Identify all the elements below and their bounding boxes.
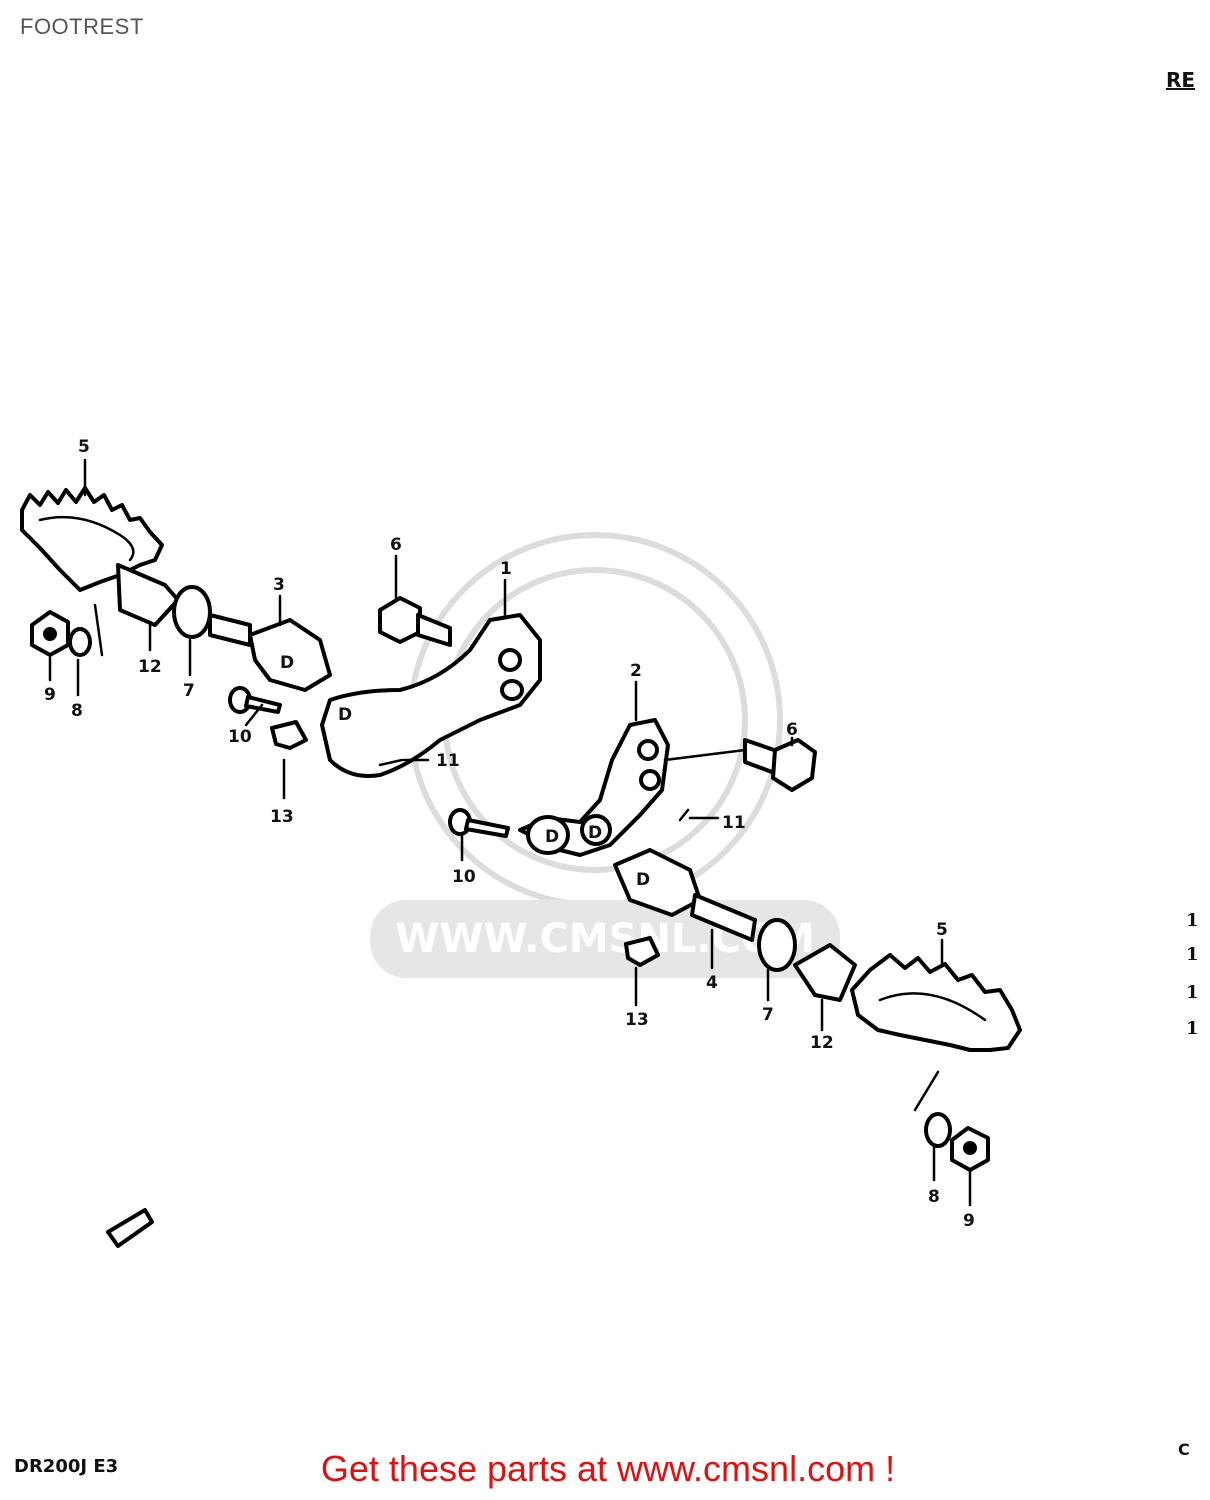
pin-left	[228, 686, 282, 714]
callout-6: 6	[786, 720, 798, 740]
svg-text:D: D	[588, 823, 602, 843]
callout-5: 5	[936, 920, 948, 940]
callout-3: 3	[273, 575, 285, 595]
callout-13: 13	[270, 807, 294, 827]
pin-right	[448, 808, 510, 838]
footpeg-right	[850, 953, 1022, 1112]
reference-label: RE	[1166, 68, 1196, 92]
callout-4: 4	[706, 973, 718, 993]
footpeg-left	[20, 486, 180, 657]
pivot-4: D	[613, 848, 757, 942]
right-margin-mark: 1	[1186, 1018, 1199, 1039]
svg-text:D: D	[636, 870, 650, 890]
footrest-bracket-2: D D	[518, 718, 670, 857]
callout-7: 7	[762, 1005, 774, 1025]
washer-8-left	[68, 627, 92, 657]
nut-left	[30, 610, 70, 657]
callout-8: 8	[928, 1187, 940, 1207]
svg-text:D: D	[280, 653, 294, 673]
callout-10: 10	[452, 867, 476, 887]
cta-text[interactable]: Get these parts at www.cmsnl.com !	[320, 1448, 896, 1489]
front-arrow-icon	[106, 1208, 154, 1248]
footrest-exploded-diagram: WWW.CMSNL.COM D D	[20, 437, 1022, 1248]
page-title: FOOTREST	[20, 14, 144, 39]
right-margin-mark: 1	[1186, 982, 1199, 1003]
callout-11: 11	[722, 813, 746, 833]
washer-left	[172, 585, 212, 639]
cotter-left	[378, 758, 404, 767]
spring-right	[624, 936, 660, 967]
right-margin-mark: 1	[1186, 910, 1199, 931]
washer-8-right	[924, 1112, 952, 1148]
right-margin-mark: 1	[1186, 944, 1199, 965]
leader-lines	[48, 458, 972, 1207]
callout-7: 7	[183, 681, 195, 701]
collar-right	[793, 943, 857, 1002]
callout-labels: 5 12 7 9 8 3 10 13 11 6 1 2 6 11 10 4 13…	[44, 437, 975, 1231]
corner-code: C	[1178, 1440, 1190, 1459]
svg-text:D: D	[545, 827, 559, 847]
washer-right	[757, 918, 797, 972]
footrest-bracket-1: D	[320, 613, 542, 778]
callout-5: 5	[78, 437, 90, 457]
callout-2: 2	[630, 661, 642, 681]
callout-12: 12	[138, 657, 162, 677]
callout-10: 10	[228, 727, 252, 747]
spring-left	[270, 720, 308, 750]
nut-right	[950, 1126, 990, 1172]
callout-9: 9	[963, 1211, 975, 1231]
model-code: DR200J E3	[14, 1456, 119, 1477]
callout-9: 9	[44, 685, 56, 705]
callout-12: 12	[810, 1033, 834, 1053]
callout-13: 13	[625, 1010, 649, 1030]
callout-1: 1	[500, 559, 512, 579]
callout-11: 11	[436, 751, 460, 771]
bolt-left	[378, 596, 452, 647]
pivot-bracket-3: D	[208, 613, 332, 692]
cotter-right	[678, 808, 690, 822]
svg-text:D: D	[338, 705, 352, 725]
callout-6: 6	[390, 535, 402, 555]
callout-8: 8	[71, 701, 83, 721]
bolt-right	[663, 738, 817, 792]
